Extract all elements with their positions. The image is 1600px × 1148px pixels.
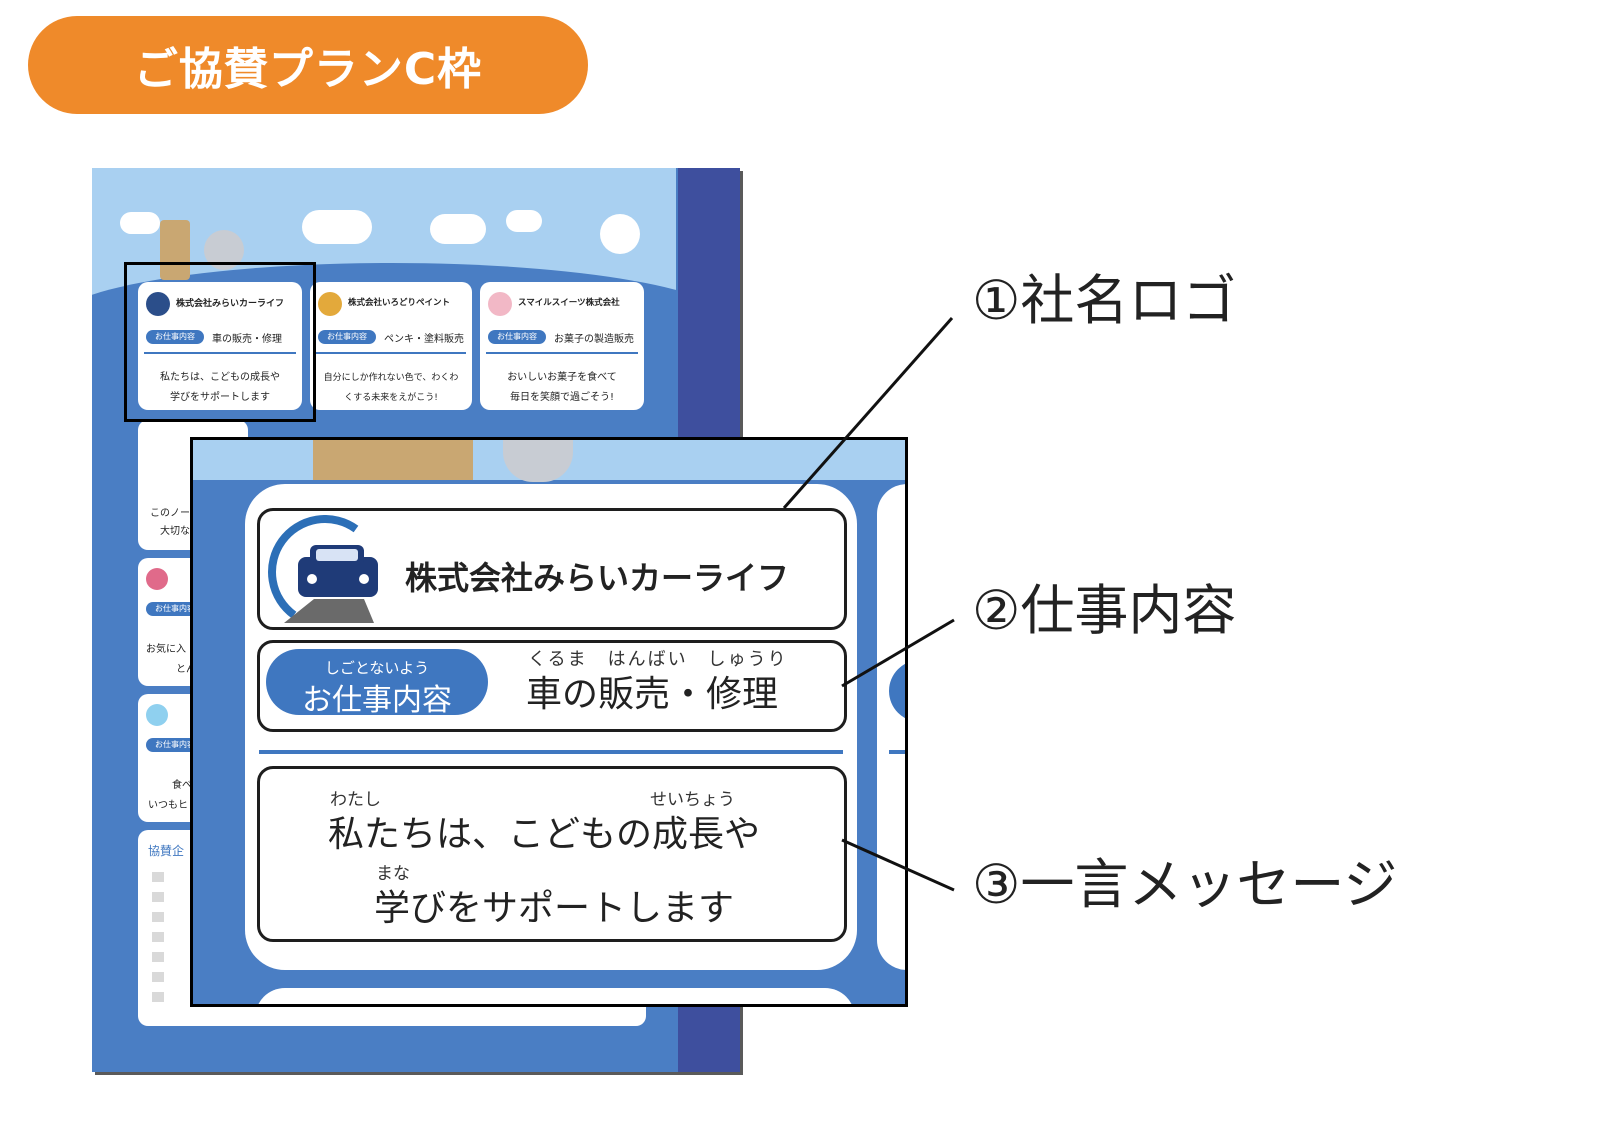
plan-title-pill: ご協賛プランC枠: [28, 16, 588, 114]
card-job-badge: お仕事内容: [146, 602, 204, 616]
card-divider: [144, 352, 296, 354]
card-message-line: 学びをサポートします: [170, 392, 270, 403]
plan-title: ご協賛プランC枠: [133, 44, 483, 95]
card-company-name: 株式会社いろどりペイント: [348, 298, 451, 308]
card-message-line: 私たちは、こどもの成長や: [160, 372, 280, 383]
card-job-text: お菓子の製造販売: [554, 334, 634, 345]
neighbor-divider: [889, 750, 905, 754]
job-content-box: しごとないよう お仕事内容 くるま はんばい しゅうり 車の販売・修理: [257, 640, 847, 732]
car-logo-icon: [146, 292, 170, 316]
card-divider: [316, 352, 466, 354]
card-job-badge: お仕事内容: [146, 738, 204, 752]
card-message-line: お気に入: [146, 644, 186, 655]
cloud-icon: [600, 214, 640, 254]
card-divider: [486, 352, 638, 354]
message-line: 学びをサポートします: [374, 888, 735, 929]
sponsor-card: スマイルスイーツ株式会社 お仕事内容 お菓子の製造販売 おいしいお菓子を食べて …: [480, 282, 644, 410]
card-job-text: ペンキ・塗料販売: [384, 334, 464, 345]
zoomed-sponsor-card: 株式会社みらいカーライフ しごとないよう お仕事内容 くるま はんばい しゅうり…: [245, 484, 857, 970]
next-card: [255, 988, 855, 1004]
card-job-badge: お仕事内容: [146, 330, 204, 344]
company-name: 株式会社みらいカーライフ: [405, 559, 790, 597]
card-message-line: とん: [176, 664, 196, 675]
label-job-content: ②仕事内容: [972, 579, 1237, 642]
message-line: 私たちは、こどもの成長や: [328, 814, 761, 855]
card-message-line: おいしいお菓子を食べて: [507, 372, 617, 383]
job-badge-label: お仕事内容: [302, 683, 452, 718]
cloud-icon: [302, 210, 372, 244]
cloud-icon: [120, 212, 160, 234]
label-company-logo: ①社名ロゴ: [972, 269, 1237, 332]
message-box: わたし せいちょう 私たちは、こどもの成長や まな 学びをサポートします: [257, 766, 847, 942]
card-message: 自分にしか作れない色で、わくわ くする未来をえがこう!: [314, 368, 468, 408]
card-company-name: スマイルスイーツ株式会社: [518, 298, 620, 308]
message-ruby: まな: [376, 864, 410, 884]
cloud-icon: [430, 214, 486, 244]
tooth-logo-icon: [146, 704, 168, 726]
card-message-line: 自分にしか作れない色で、わくわ: [323, 373, 459, 383]
card-divider: [259, 750, 843, 754]
paintbrush-logo-icon: [318, 292, 342, 316]
neighbor-badge: [889, 660, 905, 722]
zoomed-card-panel: 株式会社みらいカーライフ しごとないよう お仕事内容 くるま はんばい しゅうり…: [190, 437, 908, 1007]
card-message: 私たちは、こどもの成長や 学びをサポートします: [142, 368, 298, 408]
neighbor-card: [877, 484, 905, 970]
sponsor-list-icons: [152, 872, 164, 1012]
card-message: おいしいお菓子を食べて 毎日を笑顔で過ごそう!: [484, 368, 640, 408]
mascot-icon: [503, 440, 573, 482]
card-message-line: このノー: [150, 508, 190, 519]
card-job-badge: お仕事内容: [488, 330, 546, 344]
company-logo-box: 株式会社みらいカーライフ: [257, 508, 847, 630]
sponsor-card: 株式会社みらいカーライフ お仕事内容 車の販売・修理 私たちは、こどもの成長や …: [138, 282, 302, 410]
card-job-badge: お仕事内容: [318, 330, 376, 344]
card-message-line: 大切な: [160, 526, 190, 537]
card-message-line: いつもヒ: [148, 800, 188, 811]
label-message: ③一言メッセージ: [972, 853, 1398, 916]
sewing-logo-icon: [146, 568, 168, 590]
stone-base-icon: [313, 440, 473, 480]
selection-frame: [124, 262, 316, 422]
cloud-icon: [506, 210, 542, 232]
message-ruby: わたし: [330, 790, 381, 810]
car-logo-icon: [268, 515, 378, 623]
sponsors-heading: 協賛企: [148, 844, 185, 858]
job-ruby: くるま はんばい しゅうり: [528, 649, 788, 670]
job-badge-ruby: しごとないよう: [324, 659, 430, 677]
card-message-line: 毎日を笑顔で過ごそう!: [509, 392, 614, 403]
card-company-name: 株式会社みらいカーライフ: [176, 299, 285, 309]
lantern-icon: [160, 220, 190, 280]
card-job-text: 車の販売・修理: [212, 334, 282, 345]
job-badge: しごとないよう お仕事内容: [266, 649, 488, 718]
job-text: 車の販売・修理: [526, 674, 779, 715]
message-ruby: せいちょう: [650, 790, 735, 810]
chef-logo-icon: [488, 292, 512, 316]
card-message-line: くする未来をえがこう!: [344, 393, 438, 403]
sponsor-card: 株式会社いろどりペイント お仕事内容 ペンキ・塗料販売 自分にしか作れない色で、…: [310, 282, 472, 410]
card-message-line: 食べ: [172, 780, 192, 791]
